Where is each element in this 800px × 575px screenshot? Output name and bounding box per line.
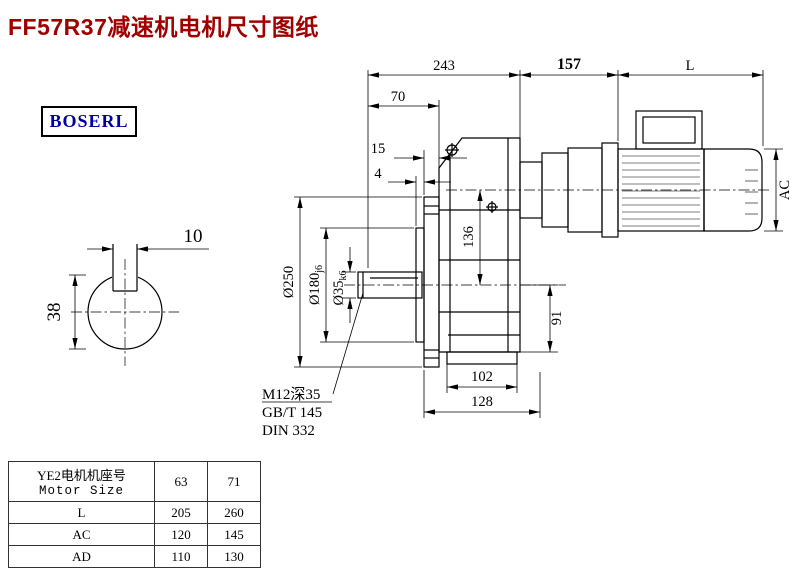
row-AD-value-71: 130 [207,545,261,568]
dim-136: 136 [461,226,477,248]
brand-logo: BOSERL [41,106,137,137]
table-row-AD: AD 110 130 [8,545,261,568]
dim-157: 157 [557,56,581,73]
note-tap-hole: M12深35 [262,386,320,403]
table-row-AC: AC 120 145 [8,523,261,546]
row-L-value-63: 205 [154,501,208,524]
housing-base [446,351,518,365]
note-leader-line [332,292,364,395]
header-frame-63: 63 [154,461,208,502]
row-label-L: L [8,501,155,524]
dim-70: 70 [391,89,406,105]
mounting-flange [423,196,440,368]
header-motor-size-cell: YE2电机机座号 Motor Size [8,461,155,502]
dim-4: 4 [374,166,382,182]
dim-102: 102 [471,369,493,385]
dim-diameter-180: Ø180j6 [307,265,325,305]
row-label-AD: AD [8,545,155,568]
row-L-value-71: 260 [207,501,261,524]
dim-diameter-180-base: Ø180 [307,273,323,305]
table-header-row: YE2电机机座号 Motor Size 63 71 [8,461,261,502]
dim-L: L [686,58,695,74]
row-AC-value-63: 120 [154,523,208,546]
row-AD-value-63: 110 [154,545,208,568]
dim-diameter-35-base: Ø35 [331,281,347,306]
terminal-box [635,110,703,150]
row-label-AC: AC [8,523,155,546]
row-AC-value-71: 145 [207,523,261,546]
header-motor-size-en: Motor Size [38,484,124,498]
terminal-box-lid [642,116,696,144]
header-frame-71: 71 [207,461,261,502]
dim-AC: AC [777,180,793,200]
dim-diameter-250: Ø250 [281,266,297,298]
dimension-labels: 243 157 L 70 15 4 AC Ø250 Ø180j6 Ø35k6 1… [44,56,793,439]
note-din-standard: DIN 332 [262,423,315,439]
dim-diameter-180-tolerance: j6 [314,265,325,274]
dim-key-width-10: 10 [184,226,203,247]
gearbox-main-view [357,110,763,368]
dim-15: 15 [371,141,386,157]
dim-243: 243 [433,58,455,74]
dim-diameter-35-tolerance: k6 [338,271,349,281]
page-title: FF57R37减速机电机尺寸图纸 [8,14,319,40]
header-motor-size-cn: YE2电机机座号 [37,468,126,483]
brand-logo-text: BOSERL [49,111,129,131]
table-row-L: L 205 260 [8,501,261,524]
dim-128: 128 [471,394,493,410]
fan-cover [703,148,763,232]
dimension-lines [69,70,783,418]
dim-diameter-35: Ø35k6 [331,271,349,306]
motor-size-table: YE2电机机座号 Motor Size 63 71 L 205 260 AC 1… [8,461,261,568]
note-gb-standard: GB/T 145 [262,405,322,421]
dim-91: 91 [549,311,565,326]
dim-shaft-38: 38 [44,303,65,322]
